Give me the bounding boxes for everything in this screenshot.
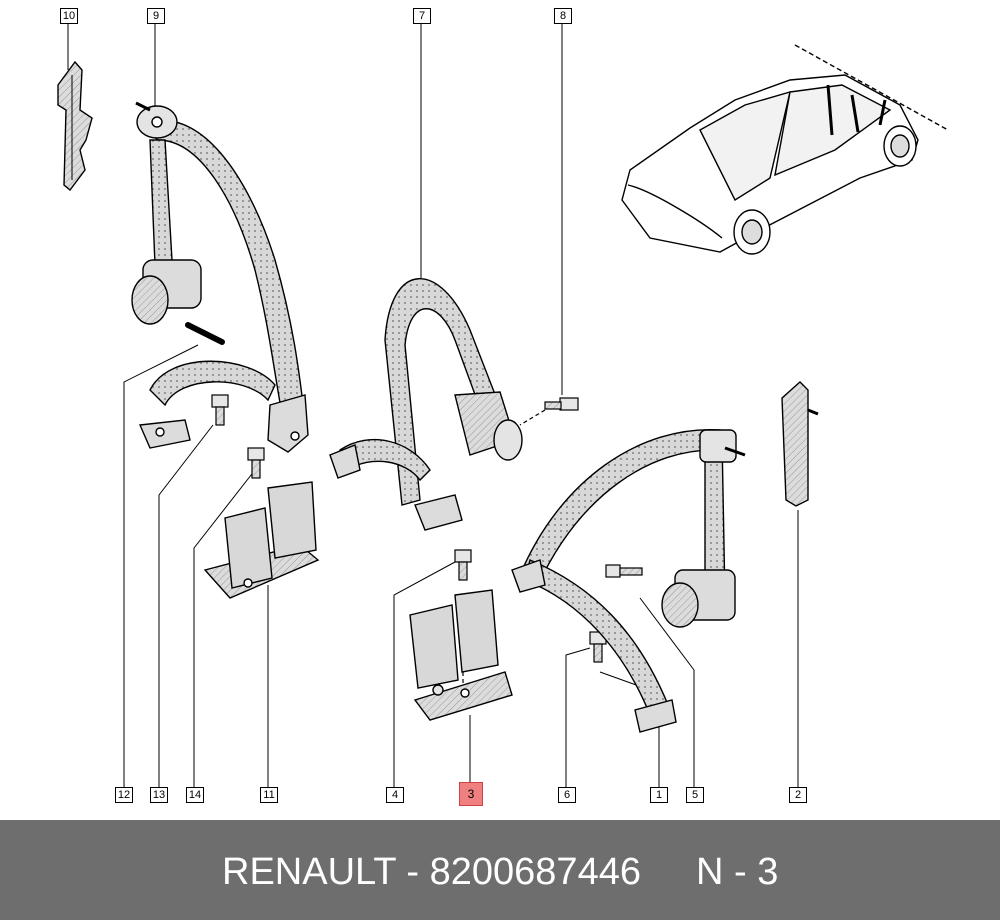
bolt-8 (519, 397, 579, 426)
callout-7[interactable]: 7 (413, 8, 431, 24)
callout-2[interactable]: 2 (789, 787, 807, 803)
bolt-14 (247, 447, 265, 479)
bolt-5 (605, 564, 643, 578)
reference-number-text: N - 3 (696, 851, 779, 893)
callout-5[interactable]: 5 (686, 787, 704, 803)
part-10-height-adjuster (57, 60, 93, 192)
callout-1[interactable]: 1 (650, 787, 668, 803)
callout-4[interactable]: 4 (386, 787, 404, 803)
part-number-text: RENAULT - 8200687446 (222, 851, 641, 893)
part-1-front-belt-right (511, 429, 746, 733)
callout-8[interactable]: 8 (554, 8, 572, 24)
callout-6[interactable]: 6 (558, 787, 576, 803)
part-3-centre-buckle-pair (409, 589, 513, 721)
car-location-inset (621, 44, 949, 255)
part-12-rear-side-belt (138, 360, 276, 449)
part-9-front-belt-left (131, 101, 309, 453)
callout-13[interactable]: 13 (150, 787, 168, 803)
leader-lines (67, 24, 799, 788)
bolt-13 (211, 394, 229, 426)
callout-9[interactable]: 9 (147, 8, 165, 24)
part-11-rear-buckle-pair (203, 481, 320, 599)
callout-10[interactable]: 10 (60, 8, 78, 24)
callout-14[interactable]: 14 (186, 787, 204, 803)
callout-12[interactable]: 12 (115, 787, 133, 803)
callout-3-highlighted[interactable]: 3 (459, 782, 483, 806)
exploded-view-drawing (57, 24, 949, 788)
part-7-rear-centre-belt (329, 278, 523, 531)
callout-11[interactable]: 11 (260, 787, 278, 803)
part-2-height-adjuster-right (781, 381, 819, 507)
caption-bar: RENAULT - 8200687446 N - 3 (0, 820, 1000, 920)
